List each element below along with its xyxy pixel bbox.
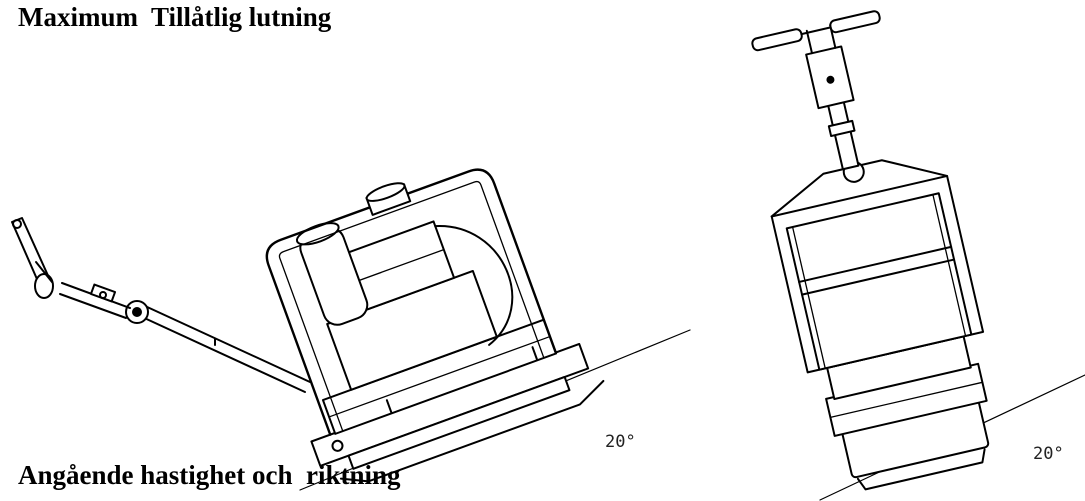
slope-angle-label-left: 20° bbox=[605, 432, 636, 452]
heading-max-slope: Maximum Tillåtlig lutning bbox=[18, 2, 332, 32]
slope-angle-label-right: 20° bbox=[1033, 444, 1064, 464]
heading-speed-direction: Angående hastighet och riktning bbox=[18, 460, 401, 490]
